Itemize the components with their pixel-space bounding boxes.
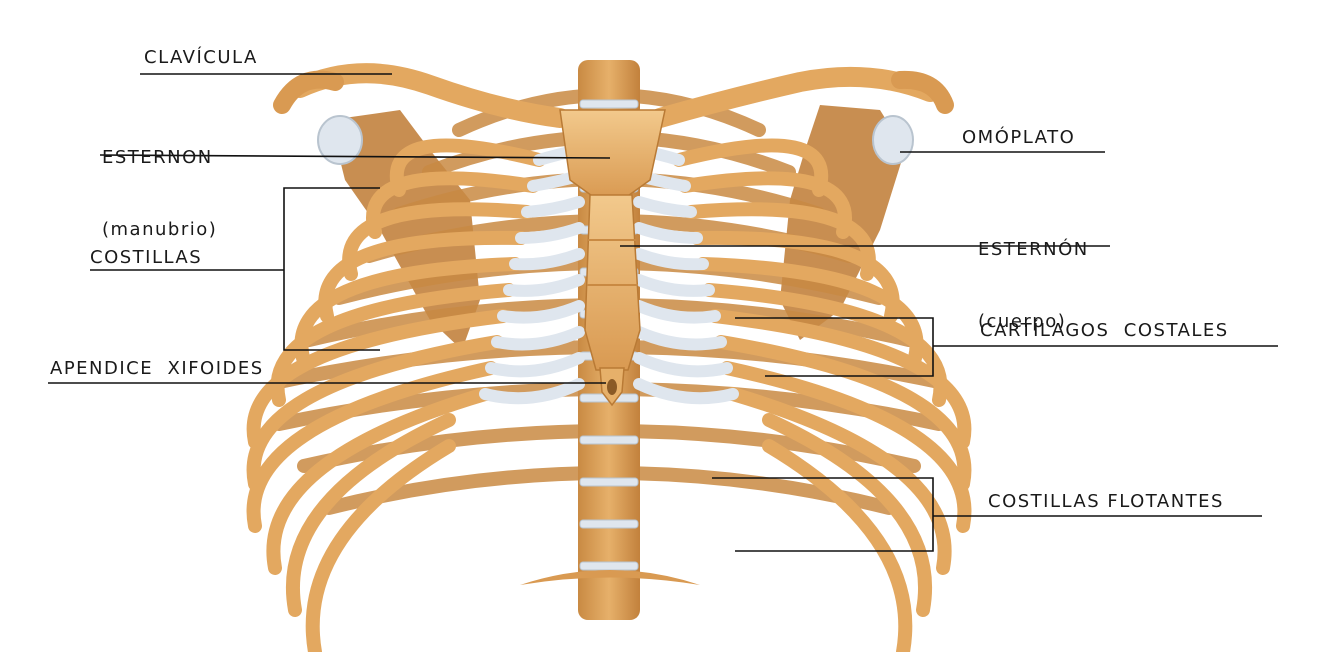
label-costillas: COSTILLAS <box>90 246 202 270</box>
label-omoplato: OMÓPLATO <box>962 126 1075 150</box>
right-costal-cartilage-6 <box>639 280 709 291</box>
label-cartilagos-costales: CARTÍLAGOS COSTALES <box>980 319 1229 343</box>
right-rib-12 <box>769 446 905 652</box>
left-costal-cartilage-5 <box>515 254 579 264</box>
left-costal-cartilage-8 <box>497 332 579 344</box>
disc-9 <box>580 436 638 444</box>
left-costal-cartilage-3 <box>527 202 579 212</box>
label-esternon-cuerpo-line1: ESTERNÓN <box>978 238 1089 262</box>
disc-11 <box>580 520 638 528</box>
sternum-body-shape <box>585 195 640 370</box>
disc-12 <box>580 562 638 570</box>
right-costal-cartilage-5 <box>639 254 703 264</box>
label-esternon-manubrio-line2: (manubrio) <box>102 218 217 242</box>
right-costal-cartilage-9 <box>639 358 727 371</box>
clavicle-right-shape <box>660 77 930 118</box>
label-apendice-xifoides: APENDICE XIFOIDES <box>50 357 264 381</box>
right-costal-cartilage-3 <box>639 202 691 212</box>
right-costal-cartilage-8 <box>639 332 721 344</box>
label-costillas-flotantes: COSTILLAS FLOTANTES <box>988 490 1224 514</box>
left-rib-12 <box>313 446 449 652</box>
shoulder-joint-right <box>873 116 913 164</box>
label-esternon-cuerpo: ESTERNÓN (cuerpo) <box>978 190 1089 382</box>
label-clavicula: CLAVÍCULA <box>144 46 258 70</box>
disc-1 <box>580 100 638 108</box>
left-costal-cartilage-9 <box>491 358 579 371</box>
label-esternon-manubrio-line1: ESTERNON <box>102 146 217 170</box>
disc-10 <box>580 478 638 486</box>
left-costal-cartilage-6 <box>509 280 579 291</box>
